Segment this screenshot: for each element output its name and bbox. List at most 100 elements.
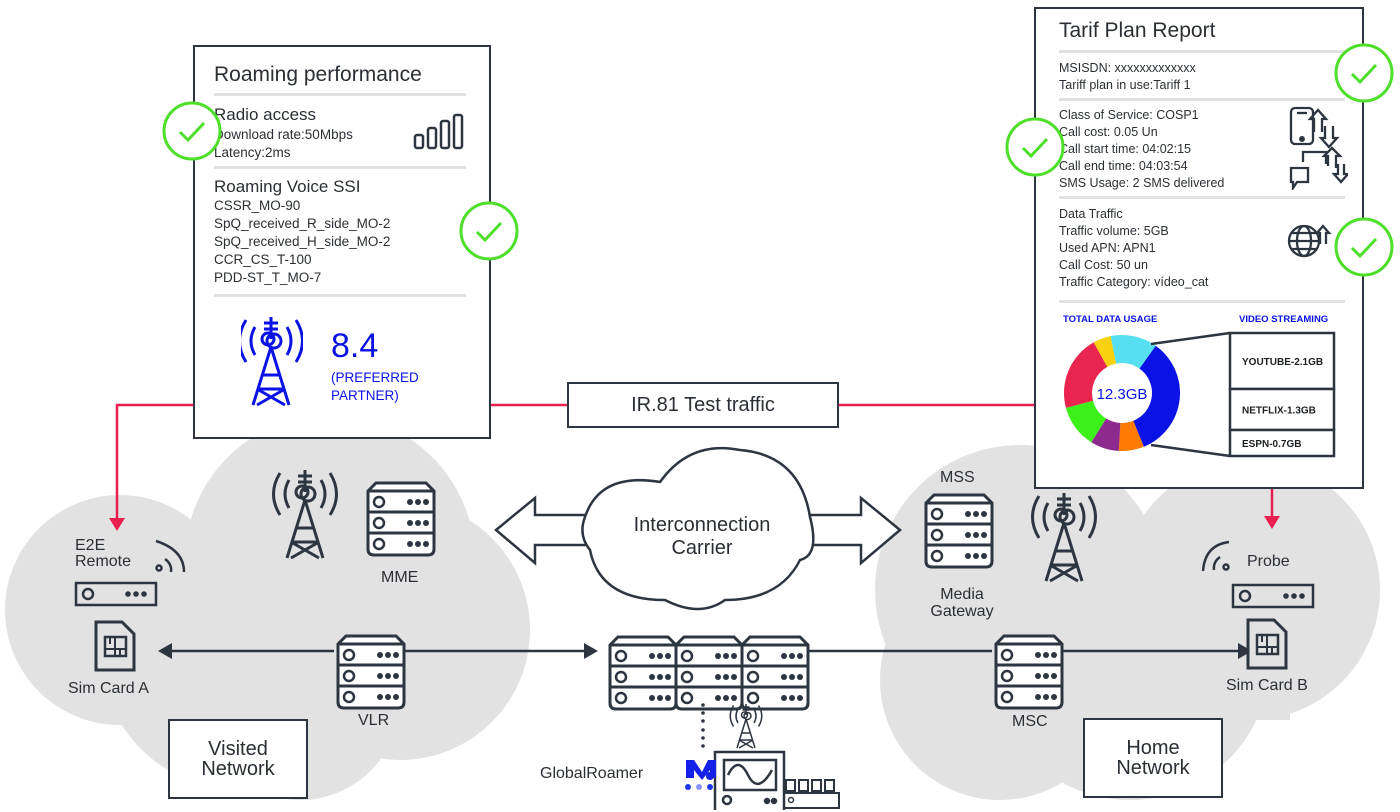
mss-server-icon [924, 493, 994, 569]
probe-label: Probe [1247, 553, 1290, 570]
data-traffic-detail: Traffic volume: 5GB [1059, 224, 1169, 238]
roaming-panel-title: Roaming performance [214, 63, 422, 86]
donut-slice-3 [1065, 400, 1107, 443]
home-line2: Network [1116, 757, 1190, 779]
divider [214, 166, 466, 169]
test-traffic-links [115, 403, 1274, 520]
globalroamer-link [701, 703, 705, 748]
e2e-line1: E2E [75, 537, 106, 554]
e2e-wifi-icon [155, 539, 186, 573]
globe-traffic-icon [1287, 224, 1332, 258]
divider [214, 294, 466, 297]
probe-device-icon [1231, 583, 1315, 609]
donut-slice-4 [1064, 342, 1108, 408]
data-usage-chart: 12.3GB YOUTUBE-2.1GB NETFLIX-1.3GB ESPN-0.… [1064, 331, 1336, 458]
voice-ssi-heading: Roaming Voice SSI [214, 177, 361, 196]
arrowhead-probe [1264, 516, 1280, 529]
e2e-remote-device-icon [74, 581, 158, 607]
download-rate: Download rate:50Mbps [214, 127, 353, 142]
roaming-performance-panel: Roaming performance Radio access Downloa… [193, 45, 491, 439]
interconnection-carrier-label: Interconnection Carrier [612, 514, 792, 560]
media-gateway-line2: Gateway [930, 603, 994, 620]
carrier-server-icon-3 [740, 635, 810, 711]
breakdown-label: ESPN-0.7GB [1242, 439, 1301, 450]
check-voice-ssi-icon [459, 201, 519, 261]
arrowhead-carrier [584, 643, 598, 659]
callout-line-top [1150, 331, 1231, 346]
breakdown-label: YOUTUBE-2.1GB [1242, 357, 1323, 368]
radio-access-heading: Radio access [214, 105, 317, 124]
carrier-server-icon-2 [674, 635, 744, 711]
carrier-servers [608, 635, 810, 711]
call-detail: Class of Service: COSP1 [1059, 108, 1199, 122]
score-note-line2: PARTNER) [331, 388, 399, 403]
donut-center-label: 12.3GB [1097, 386, 1148, 403]
test-traffic-text: IR.81 Test traffic [631, 393, 775, 416]
donut-chart [1064, 335, 1180, 451]
check-radio-access-icon [162, 101, 222, 161]
video-streaming-breakdown: YOUTUBE-2.1GB NETFLIX-1.3GB ESPN-0.7GB [1228, 331, 1336, 458]
msc-label: MSC [1012, 713, 1048, 730]
donut-slice-1 [1118, 420, 1144, 451]
vlr-server-icon [336, 634, 406, 710]
breakdown-label: NETFLIX-1.3GB [1242, 406, 1316, 417]
divider [1059, 98, 1345, 101]
voice-metric: CCR_CS_T-100 [214, 252, 312, 267]
mss-label: MSS [940, 469, 975, 486]
tariff-plan-in-use: Tariff plan in use:Tariff 1 [1059, 78, 1191, 92]
latency: Latency:2ms [214, 145, 291, 160]
vlr-label: VLR [358, 712, 390, 729]
breakdown-cell [1228, 331, 1336, 391]
sim-card-b-icon [1246, 618, 1288, 670]
call-detail: Call cost: 0.05 Un [1059, 125, 1158, 139]
check-call-details-icon [1005, 117, 1065, 177]
media-gateway-line1: Media [940, 586, 984, 603]
sim-card-b-label: Sim Card B [1226, 677, 1308, 694]
msc-server-icon [994, 634, 1064, 710]
e2e-remote-label: E2E Remote [75, 538, 131, 570]
voice-metric: SpQ_received_H_side_MO-2 [214, 234, 391, 249]
globalroamer-logo-icon [685, 760, 716, 790]
total-data-usage-label: TOTAL DATA USAGE [1063, 314, 1158, 325]
interconnection-line1: Interconnection [633, 514, 771, 536]
divider [214, 93, 466, 96]
globalroamer-label: GlobalRoamer [540, 765, 644, 782]
breakdown-cell [1228, 428, 1336, 458]
score-note-line1: (PREFERRED [331, 370, 419, 385]
call-detail: SMS Usage: 2 SMS delivered [1059, 176, 1225, 190]
check-data-traffic-icon [1334, 217, 1394, 277]
interconnection-line2: Carrier [671, 537, 733, 559]
donut-slice-6 [1110, 335, 1156, 369]
visited-line1: Visited [208, 737, 268, 760]
call-detail: Call start time: 04:02:15 [1059, 142, 1192, 156]
mme-server-icon [366, 481, 436, 557]
home-network-label: Home Network [1083, 718, 1223, 798]
e2e-line2: Remote [75, 553, 132, 570]
phone-sms-traffic-icon [1289, 106, 1348, 190]
carrier-server-icon-1 [608, 635, 678, 711]
voice-metric: CSSR_MO-90 [214, 198, 301, 213]
data-traffic-detail: Data Traffic [1059, 207, 1123, 221]
home-line1: Home [1126, 736, 1180, 759]
sim-card-a-icon [94, 620, 136, 672]
test-traffic-label: IR.81 Test traffic [567, 382, 839, 428]
donut-slice-5 [1093, 336, 1117, 367]
data-traffic-detail: Call Cost: 50 un [1059, 258, 1148, 272]
globalroamer-analyzer-icon [713, 750, 840, 810]
score-value: 8.4 [331, 327, 379, 365]
arrowhead-e2e [109, 518, 125, 531]
visited-line2: Network [201, 758, 275, 780]
donut-slice-2 [1091, 418, 1121, 451]
globalroamer-tower-icon [729, 703, 763, 749]
divider [1059, 196, 1345, 199]
arrowhead-sim-a [158, 643, 172, 659]
sim-card-a-label: Sim Card A [68, 680, 149, 697]
arrowhead-sim-b [1238, 643, 1252, 659]
check-tariff-plan-icon [1334, 43, 1394, 103]
visited-network-label: Visited Network [168, 719, 308, 799]
video-streaming-label: VIDEO STREAMING [1239, 314, 1329, 325]
divider [1059, 300, 1345, 303]
media-gateway-label: Media Gateway [922, 586, 1002, 620]
